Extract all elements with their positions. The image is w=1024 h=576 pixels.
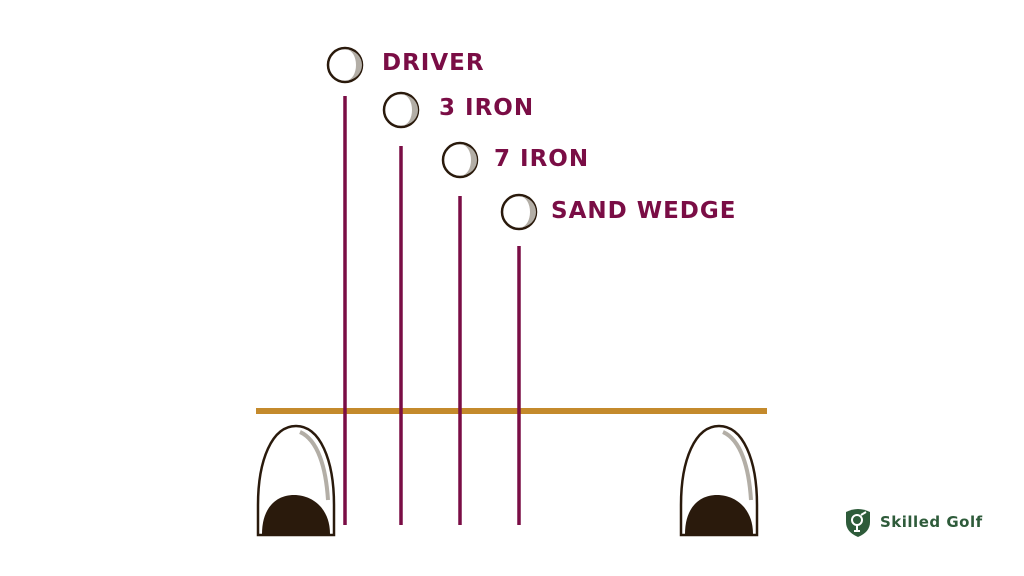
right-shoe-icon bbox=[679, 424, 759, 537]
7-iron-label: 7 IRON bbox=[494, 146, 590, 172]
sand-wedge-label: SAND WEDGE bbox=[551, 198, 737, 224]
left-shoe-icon bbox=[256, 424, 336, 537]
driver-ball-icon bbox=[326, 46, 364, 84]
3-iron-ball-icon bbox=[382, 91, 420, 129]
brand-name: Skilled Golf bbox=[880, 513, 983, 531]
7-iron-ball-icon bbox=[441, 141, 479, 179]
brand-logo: Skilled Golf bbox=[842, 506, 983, 538]
driver-label: DRIVER bbox=[382, 50, 485, 76]
sand-wedge-ball-icon bbox=[500, 193, 538, 231]
3-iron-label: 3 IRON bbox=[439, 95, 535, 121]
golf-shield-logo-icon bbox=[846, 509, 870, 537]
